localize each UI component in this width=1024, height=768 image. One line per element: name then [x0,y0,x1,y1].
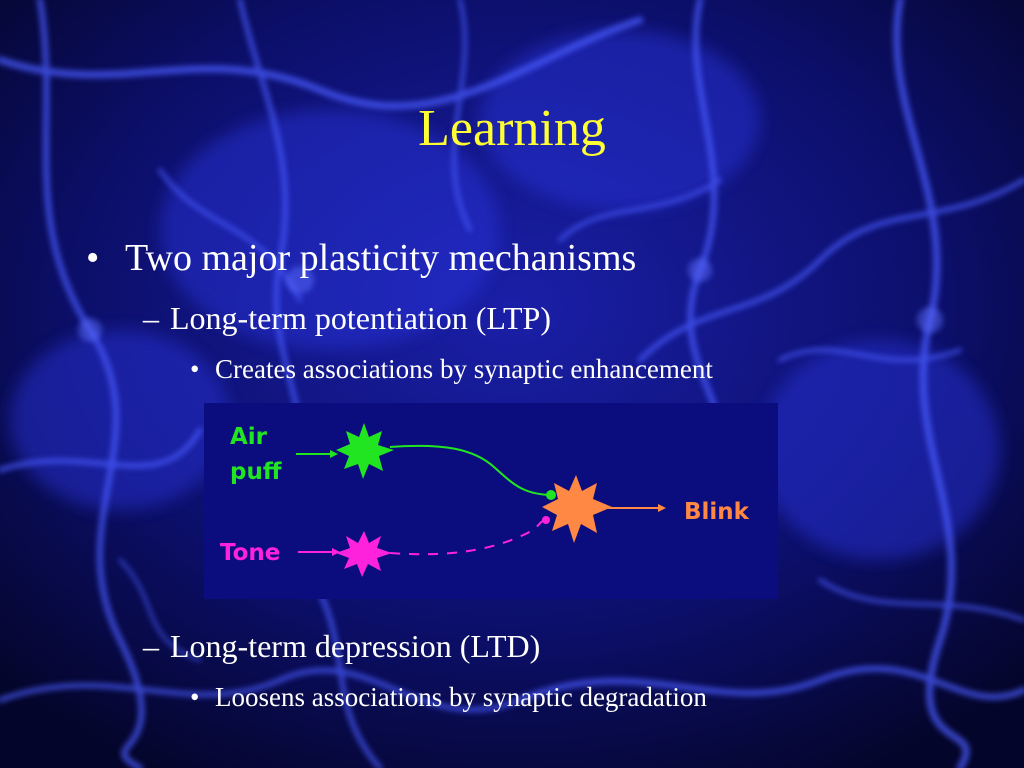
conditioning-diagram: Air puff Tone Blink [204,403,778,599]
sub-sub-bullet-marker: • [190,354,200,384]
sub-bullet-text-ltp: Long-term potentiation (LTP) [170,300,551,336]
diagram-label-puff: puff [230,459,282,485]
bullet-text-plasticity: Two major plasticity mechanisms [125,237,637,279]
sub-sub-bullet-text-degradation: Loosens associations by synaptic degrada… [215,682,707,712]
bullet-marker: • [86,237,100,279]
magenta-neuron-icon [336,531,392,577]
magenta-synapse [542,516,550,524]
green-neuron-icon [336,423,394,479]
magenta-axon [389,518,547,556]
slide-title: Learning [418,100,606,157]
diagram-label-tone: Tone [220,540,280,566]
air-puff-arrowhead [330,450,338,458]
sub-sub-bullet-marker: • [190,682,200,712]
diagram-label-air: Air [230,424,268,450]
orange-neuron-icon [542,475,612,543]
blink-arrowhead [658,504,666,512]
green-axon [389,444,555,496]
sub-bullet-marker: – [143,300,159,336]
sub-sub-bullet-text-enhancement: Creates associations by synaptic enhance… [215,354,713,384]
sub-bullet-text-ltd: Long-term depression (LTD) [170,628,541,664]
green-synapse [546,490,556,500]
sub-bullet-marker: – [143,628,159,664]
diagram-label-blink: Blink [684,499,750,525]
tone-arrowhead [332,548,340,556]
